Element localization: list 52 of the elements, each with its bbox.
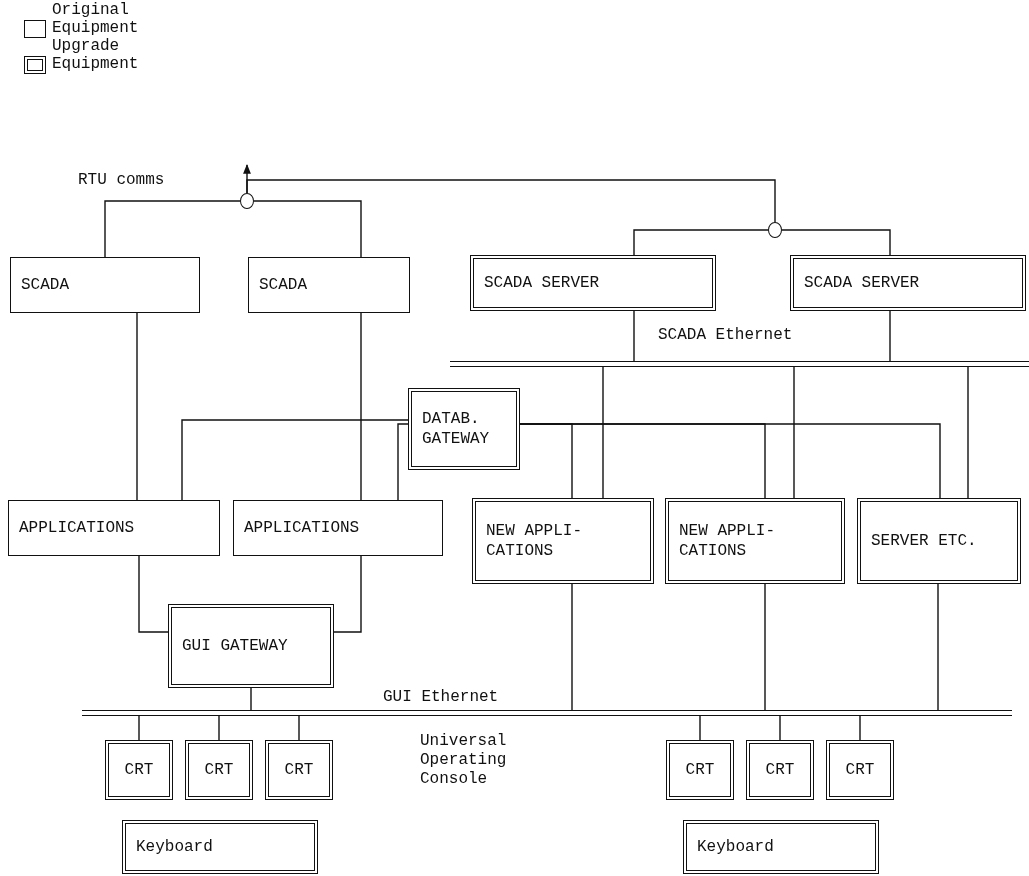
connector-line [571,583,573,711]
connector-line [633,229,769,256]
connector-line [633,310,635,362]
network-bus [82,710,1012,716]
upgrade-equipment-box: CRT [666,740,734,800]
connector-line [889,310,891,362]
equipment-box: APPLICATIONS [8,500,220,556]
connector-line [138,715,140,741]
equipment-box: SCADA [248,257,410,313]
upgrade-equipment-box: CRT [746,740,814,800]
connector-line [937,583,939,711]
connector-line [793,366,795,499]
connector-line [967,366,969,499]
connector-line [519,423,941,499]
connector-line [218,715,220,741]
connector-line [333,555,362,633]
upgrade-equipment-box: DATAB. GATEWAY [408,388,520,470]
connector-line [781,229,891,256]
upgrade-equipment-box: CRT [185,740,253,800]
upgrade-equipment-box: CRT [826,740,894,800]
connector-line [602,366,604,499]
equipment-box: SCADA [10,257,200,313]
upgrade-equipment-box: NEW APPLI- CATIONS [665,498,845,584]
connector-line [779,715,781,741]
legend-label: Upgrade Equipment [52,38,140,74]
upgrade-equipment-box: SCADA SERVER [470,255,716,311]
upgrade-equipment-box: SCADA SERVER [790,255,1026,311]
connector-line [397,423,409,501]
connector-line [181,419,409,501]
connector-line [138,555,169,633]
junction-circle [240,193,254,209]
equipment-box: APPLICATIONS [233,500,443,556]
connector-line [253,200,362,258]
upgrade-equipment-box: CRT [105,740,173,800]
connector-line [764,583,766,711]
junction-circle [768,222,782,238]
connector-line [136,312,138,501]
connector-line [859,715,861,741]
upgrade-equipment-box: CRT [265,740,333,800]
upgrade-equipment-box: Keyboard [683,820,879,874]
upgrade-equipment-box: Keyboard [122,820,318,874]
upgrade-equipment-box: SERVER ETC. [857,498,1021,584]
connector-line [104,200,241,258]
connector-line [298,715,300,741]
network-bus [450,361,1029,367]
connector-line [246,179,776,223]
upgrade-equipment-box: GUI GATEWAY [168,604,334,688]
upgrade-equipment-box: NEW APPLI- CATIONS [472,498,654,584]
connector-line [699,715,701,741]
legend-label: Original Equipment [52,2,140,38]
connector-line [360,312,362,501]
connector-line [250,687,252,711]
